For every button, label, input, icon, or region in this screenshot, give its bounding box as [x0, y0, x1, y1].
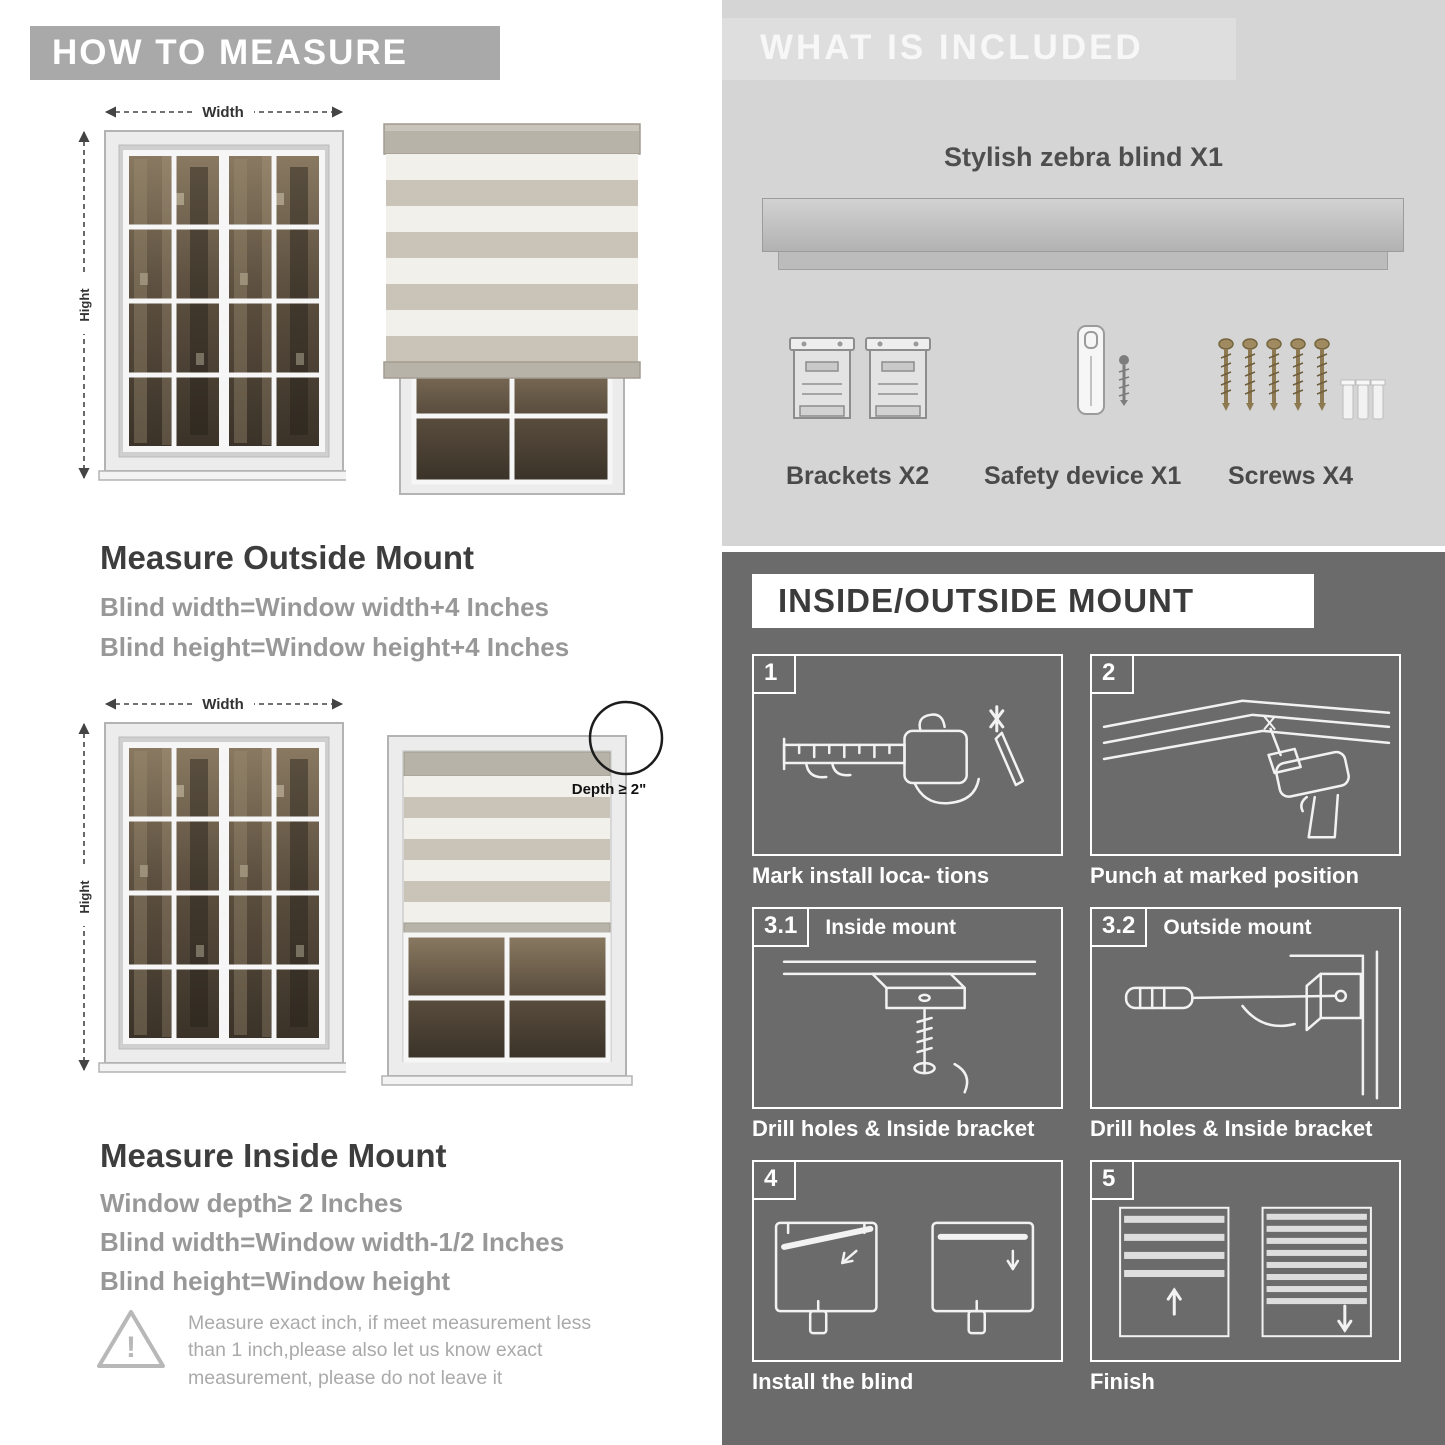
step-5-caption: Finish [1090, 1369, 1155, 1394]
inside-mount-figures: Width Hight [66, 690, 668, 1110]
how-to-measure-section: HOW TO MEASURE Width Hight [0, 0, 700, 1445]
step-1-caption: Mark install loca- tions [752, 863, 990, 888]
step-3-1: 3.1 Inside mount [752, 907, 1063, 1142]
install-blind-illustration [754, 1198, 1061, 1358]
outside-mount-rule: Blind width=Window width+4 Inches [100, 592, 549, 622]
safety-device-icon [1077, 325, 1130, 415]
outside-mount-title: Measure Outside Mount [100, 539, 475, 577]
height-label: Hight [77, 288, 92, 322]
cassette-rail [762, 198, 1404, 252]
outside-mount-label: Outside mount [1163, 916, 1312, 939]
height-label: Hight [77, 880, 92, 914]
outside-bracket-illustration [1092, 945, 1399, 1105]
step-number: 3.1 [754, 909, 810, 947]
finish-illustration [1092, 1192, 1399, 1358]
zebra-blind [383, 123, 641, 379]
window-with-measurements-illustration: Width Hight [74, 102, 346, 506]
window-with-measurements-illustration: Width Hight [74, 694, 346, 1098]
mount-steps-grid: 1 [752, 654, 1401, 1395]
width-arrow: Width [104, 102, 344, 122]
mount-header: INSIDE/OUTSIDE MOUNT [752, 574, 1314, 628]
safety-device-label: Safety device X1 [984, 462, 1182, 490]
blind-item-label: Stylish zebra blind X1 [943, 142, 1224, 172]
step-2-panel: 2 [1090, 654, 1401, 856]
what-is-included-section: WHAT IS INCLUDED Stylish zebra blind X1 [722, 0, 1445, 546]
brackets-icon [789, 337, 931, 419]
outside-mount-rule: Blind height=Window height+4 Inches [100, 632, 570, 662]
step-1: 1 [752, 654, 1063, 889]
included-header: WHAT IS INCLUDED [760, 28, 1144, 67]
step-1-panel: 1 [752, 654, 1063, 856]
width-arrow: Width [104, 694, 344, 714]
warning-triangle-icon: ! [97, 1310, 165, 1368]
window-behind-blind [403, 932, 611, 1063]
height-arrow: Hight [74, 130, 94, 480]
mount-instructions-section: INSIDE/OUTSIDE MOUNT 1 [722, 552, 1445, 1445]
inside-mount-rule: Window depth≥ 2 Inches [100, 1188, 403, 1218]
how-to-measure-banner: HOW TO MEASURE [30, 26, 500, 80]
outside-mount-blind-illustration [383, 123, 641, 495]
outside-mount-figures: Width Hight [66, 98, 652, 506]
width-label: Width [202, 104, 244, 121]
step-4-panel: 4 [752, 1160, 1063, 1362]
step-5-panel: 5 [1090, 1160, 1401, 1362]
measurement-warning: ! Measure exact inch, if meet measuremen… [94, 1306, 646, 1392]
step-number: 4 [754, 1162, 796, 1200]
inside-mount-rule: Blind width=Window width-1/2 Inches [100, 1227, 565, 1257]
included-header-band [722, 18, 1236, 80]
step-number: 1 [754, 656, 796, 694]
mark-locations-illustration [754, 692, 1061, 852]
svg-text:!: ! [126, 1331, 136, 1364]
step-3-1-caption: Drill holes & Inside bracket [752, 1116, 1035, 1141]
inside-mount-title: Measure Inside Mount [100, 1137, 447, 1175]
height-arrow: Hight [74, 722, 94, 1072]
cassette-lip [778, 252, 1388, 270]
screws-label: Screws X4 [1228, 462, 1354, 490]
screws-icon [1217, 337, 1386, 420]
zebra-blind [403, 751, 611, 936]
step-2: 2 [1090, 654, 1401, 889]
warning-text: Measure exact inch, if meet measurement … [188, 1312, 592, 1389]
depth-circle-icon [588, 700, 664, 776]
depth-label: Depth ≥ 2" [572, 781, 647, 798]
step-3-1-panel: 3.1 Inside mount [752, 907, 1063, 1109]
step-3-2: 3.2 Outside mount [1090, 907, 1401, 1142]
inside-bracket-illustration [754, 945, 1061, 1105]
step-4-caption: Install the blind [752, 1369, 914, 1394]
drill-position-illustration [1092, 692, 1399, 852]
inside-mount-rule: Blind height=Window height [100, 1266, 450, 1296]
step-3-2-caption: Drill holes & Inside bracket [1090, 1116, 1373, 1141]
blind-cassette-illustration [762, 198, 1404, 270]
step-number: 2 [1092, 656, 1134, 694]
brackets-label: Brackets X2 [786, 462, 930, 490]
step-3-2-panel: 3.2 Outside mount [1090, 907, 1401, 1109]
step-number: 5 [1092, 1162, 1134, 1200]
step-4: 4 [752, 1160, 1063, 1395]
step-2-caption: Punch at marked position [1090, 863, 1359, 888]
step-5: 5 Finish [1090, 1160, 1401, 1395]
inside-mount-blind-illustration: Depth ≥ 2" [381, 700, 664, 1086]
step-number: 3.2 [1092, 909, 1148, 947]
width-label: Width [202, 696, 244, 713]
inside-mount-label: Inside mount [825, 916, 957, 939]
